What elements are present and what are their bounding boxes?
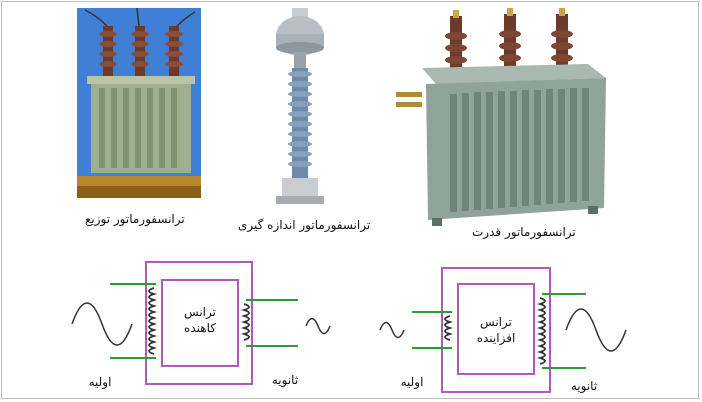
secondary-coil — [240, 303, 250, 341]
core-outer — [145, 261, 253, 385]
core-outer — [441, 267, 551, 393]
core-label-line2: افزاینده — [477, 331, 516, 346]
step-down-transformer-diagram: ترانس کاهنده اولیه ثانویه — [71, 261, 331, 390]
step-up-transformer-diagram: ترانس افزاینده اولیه ثانویه — [379, 267, 627, 394]
secondary-label: ثانویه — [272, 373, 298, 388]
distribution-transformer-photo — [77, 8, 201, 198]
secondary-label: ثانویه — [571, 379, 597, 394]
core-label-line1: ترانس — [184, 305, 216, 320]
core-inner — [161, 279, 239, 367]
core-label-line2: کاهنده — [184, 321, 216, 335]
power-transformer-caption: ترانسفورماتور قدرت — [472, 225, 576, 239]
input-sine-wave — [379, 321, 405, 339]
output-sine-wave — [305, 317, 331, 335]
primary-label: اولیه — [89, 375, 112, 390]
distribution-transformer-caption: ترانسفورماتور توزیع — [85, 212, 185, 226]
primary-label: اولیه — [401, 375, 424, 390]
core-inner — [457, 283, 535, 375]
measurement-transformer-caption: ترانسفورماتور اندازه گیری — [238, 218, 371, 232]
primary-coil — [148, 287, 158, 355]
primary-coil — [444, 315, 454, 341]
core-label-line1: ترانس — [480, 315, 512, 330]
measurement-transformer-photo — [276, 8, 324, 204]
input-sine-wave — [71, 302, 133, 346]
secondary-coil — [536, 297, 546, 365]
power-transformer-photo — [396, 8, 606, 226]
output-sine-wave — [565, 308, 627, 352]
